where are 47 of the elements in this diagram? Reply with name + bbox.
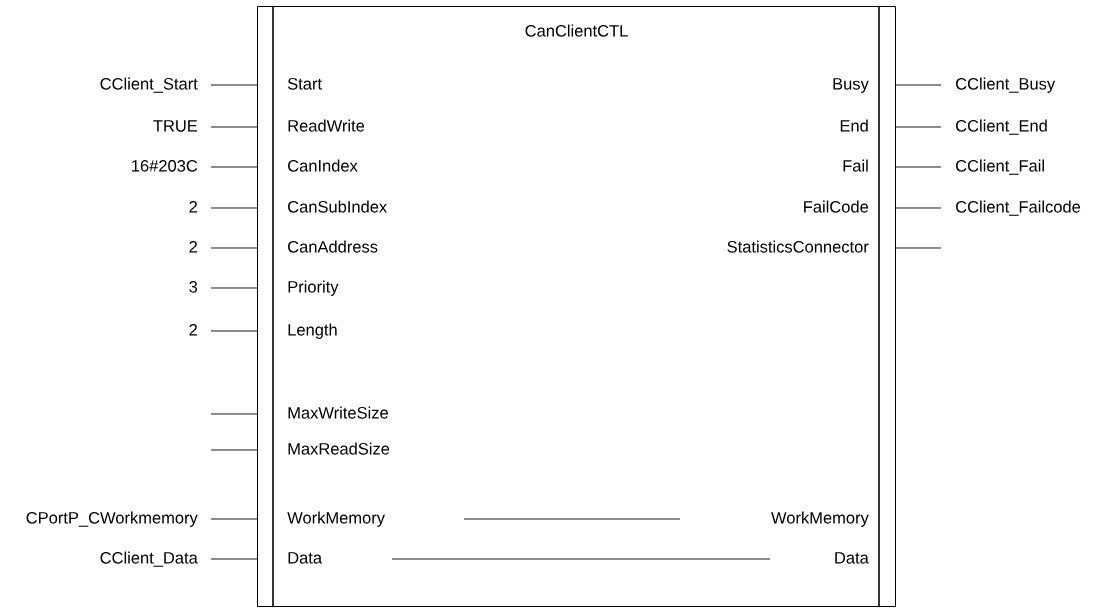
connector-line	[210, 413, 258, 415]
pin-name: MaxReadSize	[288, 442, 390, 455]
pin-name: ReadWrite	[288, 119, 365, 132]
connector-line	[895, 166, 942, 168]
connector-line	[210, 558, 258, 560]
pin-name: Busy	[833, 78, 869, 93]
pin-name: Data	[835, 552, 869, 564]
pin-name: CanAddress	[288, 240, 378, 253]
pin-name: Priority	[288, 280, 339, 296]
pin-value: CClient_Busy	[956, 77, 1056, 93]
connector-line	[895, 126, 942, 128]
connector-line	[895, 207, 942, 209]
pin-name: FailCode	[804, 200, 869, 213]
connector-line	[895, 247, 942, 249]
connector-line	[210, 330, 258, 332]
pin-name: MaxWriteSize	[288, 406, 388, 419]
pin-value: CClient_Fail	[956, 159, 1044, 175]
pin-value: CClient_Start	[100, 77, 198, 93]
pin-value: 2	[189, 323, 197, 336]
pin-value: CClient_Data	[100, 551, 198, 567]
connector-line	[210, 518, 258, 520]
connector-line	[210, 166, 258, 168]
connector-line	[210, 84, 258, 86]
connector-line	[210, 449, 258, 451]
pin-name: WorkMemory	[771, 511, 869, 527]
pin-name: Data	[288, 552, 323, 564]
pin-name: End	[840, 119, 868, 132]
connector-line	[210, 247, 258, 249]
connector-line	[210, 207, 258, 209]
connector-line	[210, 287, 258, 289]
pin-name: Length	[288, 323, 337, 339]
connector-line	[210, 126, 258, 128]
pin-value: CClient_Failcode	[956, 200, 1081, 216]
pin-value: TRUE	[153, 120, 198, 132]
pin-value: CClient_End	[956, 119, 1047, 135]
pin-name: CanSubIndex	[288, 200, 387, 213]
pin-name: Start	[287, 77, 322, 90]
pin-value: 16#203C	[132, 159, 198, 172]
pin-value: CPortP_CWorkmemory	[26, 511, 198, 527]
pin-name: CanIndex	[288, 159, 358, 172]
pin-name: WorkMemory	[287, 511, 385, 527]
pin-value: 2	[189, 200, 197, 213]
pin-value: 2	[189, 240, 197, 253]
pin-name: Fail	[843, 159, 868, 172]
pin-value: 3	[189, 280, 198, 293]
pin-name: StatisticsConnector	[727, 240, 869, 253]
connector-line	[895, 84, 942, 86]
